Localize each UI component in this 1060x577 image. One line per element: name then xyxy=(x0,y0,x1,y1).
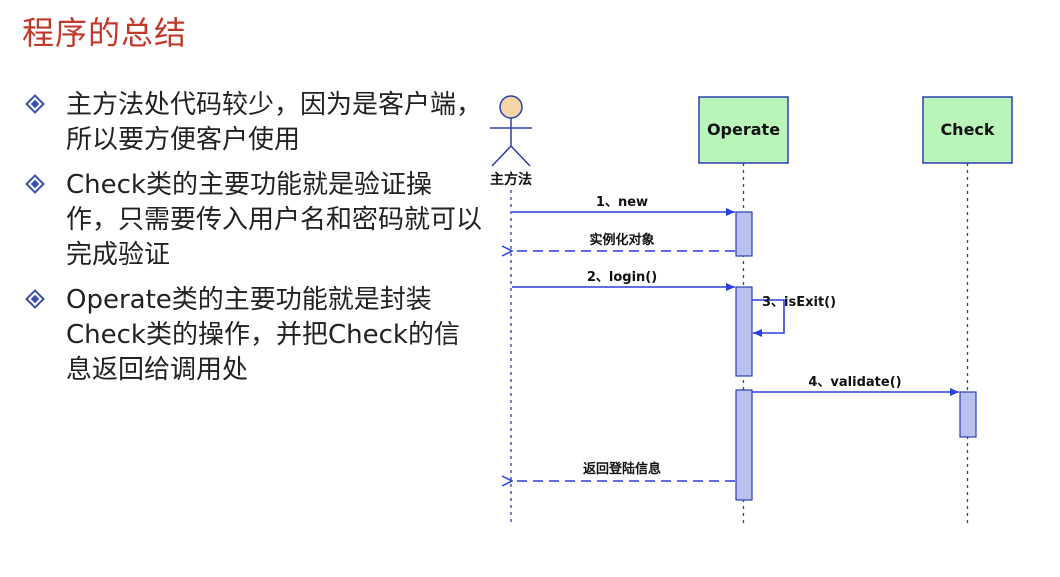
actor-leg-left xyxy=(491,145,512,167)
slide-title: 程序的总结 xyxy=(22,14,188,52)
bullet-item: Check类的主要功能就是验证操作，只需要传入用户名和密码就可以完成验证 xyxy=(22,168,482,273)
actor-figure xyxy=(490,95,532,167)
message-isexit-label: 3、isExit() xyxy=(762,295,836,310)
actor-label: 主方法 xyxy=(490,171,532,188)
message-new-label: 1、new xyxy=(596,195,648,210)
operate-box xyxy=(698,96,789,164)
message-login-info-label: 返回登陆信息 xyxy=(583,461,661,477)
message-validate-label: 4、validate() xyxy=(808,375,901,390)
operate-activation-3 xyxy=(735,389,753,501)
message-login-label: 2、login() xyxy=(587,270,657,285)
bullet-item: 主方法处代码较少，因为是客户端，所以要方便客户使用 xyxy=(22,88,482,158)
bullet-item: Operate类的主要功能就是封装Check类的操作，并把Check的信息返回给… xyxy=(22,283,482,388)
actor-leg-right xyxy=(510,145,531,167)
message-isexit-arrow xyxy=(752,299,785,337)
operate-activation-1 xyxy=(735,211,753,257)
bullet-text: 主方法处代码较少，因为是客户端，所以要方便客户使用 xyxy=(66,90,483,155)
message-instance-label: 实例化对象 xyxy=(589,232,654,248)
check-activation xyxy=(959,391,977,438)
actor-head xyxy=(499,95,523,119)
check-label: Check xyxy=(940,120,994,139)
operate-activation-2 xyxy=(735,286,753,377)
bullet-list: 主方法处代码较少，因为是客户端，所以要方便客户使用 Check类的主要功能就是验… xyxy=(22,88,482,398)
check-box xyxy=(922,96,1013,164)
operate-label: Operate xyxy=(707,120,780,139)
bullet-text: Check类的主要功能就是验证操作，只需要传入用户名和密码就可以完成验证 xyxy=(66,170,483,270)
bullet-text: Operate类的主要功能就是封装Check类的操作，并把Check的信息返回给… xyxy=(66,285,460,385)
